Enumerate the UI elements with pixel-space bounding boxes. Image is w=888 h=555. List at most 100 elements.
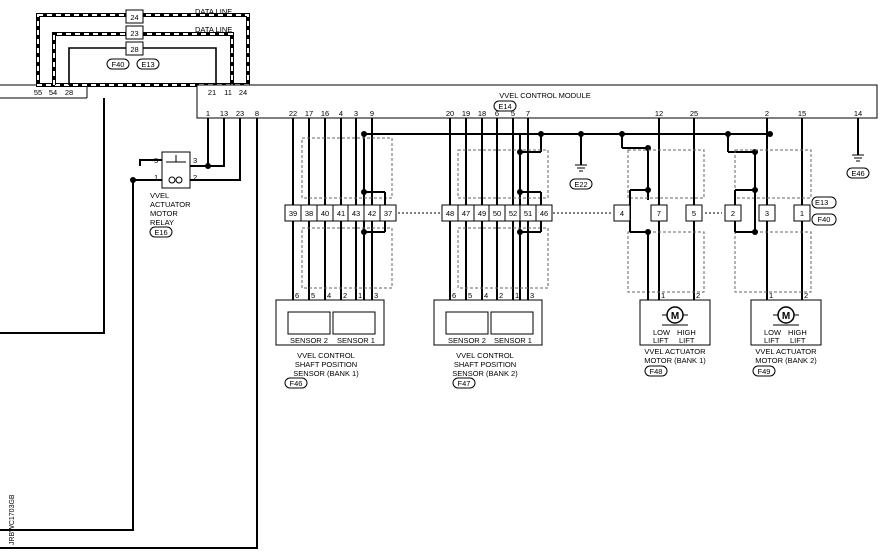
sensor-pin: 2	[343, 291, 347, 300]
inline-pin-box	[650, 204, 668, 222]
connector-pin: 23	[130, 29, 138, 38]
data-line-label: DATA LINE	[195, 7, 232, 16]
lift-label: LOW	[653, 328, 671, 337]
sensor-name: SHAFT POSITION	[454, 360, 516, 369]
ecm-pin: 54	[49, 88, 57, 97]
inline-pin-box	[379, 204, 397, 222]
module-pin: 23	[236, 109, 244, 118]
motor-pin: 1	[769, 291, 773, 300]
module-pin: 15	[798, 109, 806, 118]
module-pin: 20	[446, 109, 454, 118]
inline-pin: 37	[384, 209, 392, 218]
sensor-pin: 5	[468, 291, 472, 300]
sensor-pin: 1	[515, 291, 519, 300]
inline-pin: 48	[446, 209, 454, 218]
connector-code: E13	[141, 60, 154, 69]
module-pin: 16	[321, 109, 329, 118]
sensor-pin: 6	[295, 291, 299, 300]
sensor-pin: 6	[452, 291, 456, 300]
inline-pin: 4	[620, 209, 624, 218]
motor-code: F49	[758, 367, 771, 376]
sensor-name: SHAFT POSITION	[295, 360, 357, 369]
module-pin: 5	[511, 109, 515, 118]
shield-outline	[734, 149, 812, 199]
motor-relay: 5 3 1 2 VVEL ACTUATOR MOTOR RELAY E16	[130, 118, 241, 238]
module-pin: 8	[255, 109, 259, 118]
sensor-pin: 3	[374, 291, 378, 300]
inline-pin: 2	[731, 209, 735, 218]
inline-pin: 3	[765, 209, 769, 218]
sensor-bank-2: SENSOR 2 SENSOR 1 VVEL CONTROL SHAFT POS…	[433, 299, 543, 389]
ground-bus: E22 E46	[361, 118, 870, 190]
inline-pin: 38	[305, 209, 313, 218]
junction-dot	[361, 229, 367, 235]
lift-label: LIFT	[679, 336, 695, 345]
shield-outline	[457, 227, 549, 289]
top-connector: 24 23 28 F40 E13	[106, 9, 160, 70]
inline-pin-box	[793, 204, 811, 222]
motor-pin: 1	[661, 291, 665, 300]
junction-dot	[361, 189, 367, 195]
module-pin: 24	[239, 88, 247, 97]
data-line-label: DATA LINE	[195, 25, 232, 34]
inline-pin: 47	[462, 209, 470, 218]
module-pin: 6	[495, 109, 499, 118]
module-pin: 2	[765, 109, 769, 118]
sensor-code: F47	[458, 379, 471, 388]
module-pin: 3	[354, 109, 358, 118]
lift-label: LOW	[764, 328, 782, 337]
relay-name: ACTUATOR	[150, 200, 191, 209]
module-pin: 14	[854, 109, 862, 118]
left-wires	[0, 98, 258, 549]
relay-pin: 3	[193, 156, 197, 165]
motor-bank-2: M LOW LIFT HIGH LIFT VVEL ACTUATOR MOTOR…	[750, 299, 822, 377]
shield-outline	[734, 231, 812, 293]
module-pin: 9	[370, 109, 374, 118]
module-pin: 18	[478, 109, 486, 118]
inline-code: E13	[815, 198, 828, 207]
sensor-pin: 5	[311, 291, 315, 300]
motor-name: VVEL ACTUATOR	[644, 347, 706, 356]
inline-pin-box	[758, 204, 776, 222]
sensor-name: VVEL CONTROL	[297, 351, 355, 360]
inline-code: F40	[818, 215, 831, 224]
inline-pin-box	[535, 204, 553, 222]
motor-symbol: M	[782, 311, 790, 322]
junction-dot	[645, 187, 651, 193]
relay-code: E16	[154, 228, 167, 237]
lift-label: LIFT	[790, 336, 806, 345]
lift-label: HIGH	[788, 328, 807, 337]
inline-pin: 50	[493, 209, 501, 218]
lift-label: LIFT	[764, 336, 780, 345]
connector-pin: 28	[130, 45, 138, 54]
module-pin: 7	[526, 109, 530, 118]
motor-pin: 2	[804, 291, 808, 300]
module-pin: 13	[220, 109, 228, 118]
module-pin: 22	[289, 109, 297, 118]
inline-pin: 49	[478, 209, 486, 218]
connector-code: F40	[112, 60, 125, 69]
inline-pin: 52	[509, 209, 517, 218]
diagram-id: JRBWC1703GB	[9, 494, 16, 545]
sensor-pin: 4	[484, 291, 488, 300]
lift-label: LIFT	[653, 336, 669, 345]
relay-pin: 2	[193, 173, 197, 182]
sensor-name: VVEL CONTROL	[456, 351, 514, 360]
module-pin: 25	[690, 109, 698, 118]
shield-outline	[301, 227, 393, 289]
inline-pin: 42	[368, 209, 376, 218]
module-pin: 12	[655, 109, 663, 118]
sensor-name: SENSOR (BANK 1)	[293, 369, 359, 378]
relay-pin: 1	[154, 173, 158, 182]
motor-pin: 2	[696, 291, 700, 300]
relay-name: VVEL	[150, 191, 169, 200]
sensor-pin: 1	[358, 291, 362, 300]
ecm-pin: 55	[34, 88, 42, 97]
module-code: E14	[498, 102, 511, 111]
module-pin: 11	[224, 88, 232, 97]
lift-label: HIGH	[677, 328, 696, 337]
ground-code: E46	[851, 169, 864, 178]
module-pin: 19	[462, 109, 470, 118]
